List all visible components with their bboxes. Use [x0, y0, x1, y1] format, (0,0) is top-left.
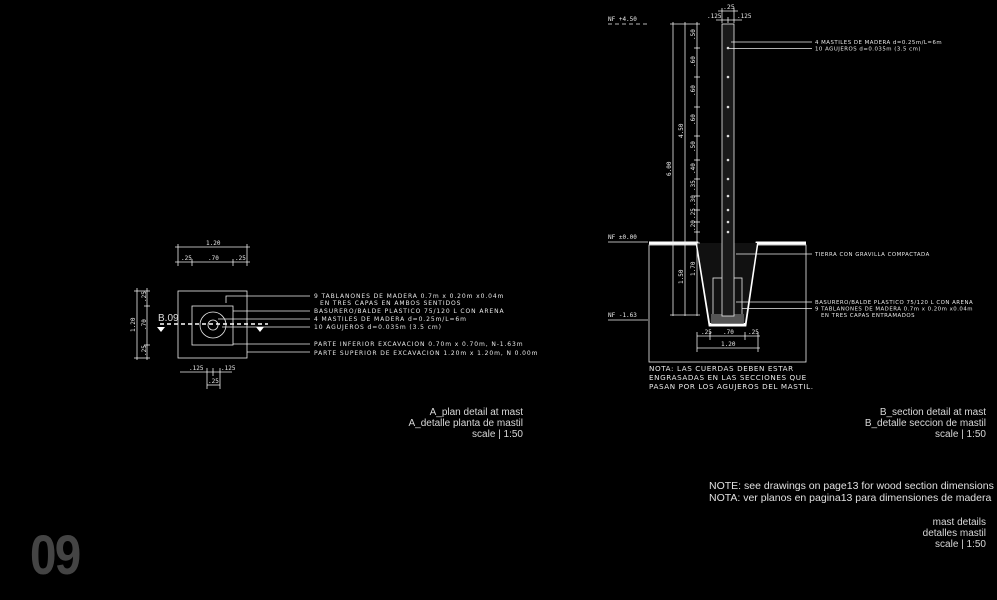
page-number: 09	[30, 523, 81, 586]
level-label: NF ±0.00	[608, 234, 637, 241]
mast	[721, 23, 735, 317]
section-note: NOTA: LAS CUERDAS DEBEN ESTAR	[649, 364, 794, 373]
level-label: NF +4.50	[608, 16, 637, 23]
section-caption: B_section detail at mast B_detalle secci…	[864, 407, 986, 440]
dim-label: .125	[221, 365, 236, 372]
bucket-circle	[199, 311, 227, 339]
annotation: BASURERO/BALDE PLASTICO 75/120 L CON ARE…	[815, 300, 973, 306]
level-label: NF -1.63	[608, 312, 637, 319]
annotation: TIERRA CON GRAVILLA COMPACTADA	[814, 252, 930, 258]
dim-label: .40	[690, 163, 697, 174]
section-marker: B.09	[158, 313, 179, 324]
annotation: 10 AGUJEROS d=0.035m (3.5 cm)	[815, 47, 921, 53]
dim-label: .25	[723, 3, 735, 11]
plan-caption: A_plan detail at mast A_detalle planta d…	[408, 407, 523, 440]
level-markers: NF +4.50 NF ±0.00 NF -1.63	[608, 16, 650, 321]
dim-label: .60	[690, 85, 697, 96]
dim-label: .20	[690, 220, 697, 231]
excavation-bottom-outline	[191, 305, 234, 346]
dim-label: .60	[690, 56, 697, 67]
dim-label: .25	[748, 329, 759, 336]
dim-label: .125	[737, 13, 752, 20]
planks	[711, 314, 744, 323]
dim-label: 1.20	[130, 317, 137, 332]
sheet-caption: mast details detalles mastil scale | 1:5…	[922, 517, 986, 550]
annotation: PARTE INFERIOR EXCAVACION 0.70m x 0.70m,…	[314, 341, 524, 348]
dim-label: 1.70	[690, 261, 697, 276]
dim-label: .25	[690, 208, 697, 219]
dim-label: .30	[690, 195, 697, 206]
dim-label: 1.20	[206, 240, 221, 247]
dim-label: .70	[723, 329, 734, 336]
dim-label: 6.00	[666, 161, 673, 176]
dim-label: 4.50	[678, 123, 685, 138]
annotation: 10 AGUJEROS d=0.035m (3.5 cm)	[314, 324, 442, 331]
annotation: 9 TABLANONES DE MADERA 0.7m x 0.20m x0.0…	[815, 307, 973, 313]
mast-holes	[726, 46, 730, 234]
annotation: PARTE SUPERIOR DE EXCAVACION 1.20m x 1.2…	[314, 350, 538, 357]
dim-label: 1.20	[721, 341, 736, 348]
mast-circle	[207, 319, 219, 331]
dim-label: .125	[707, 13, 722, 20]
dim-label: .25	[208, 378, 219, 385]
dim-label: 1.50	[678, 269, 685, 284]
general-notes: NOTE: see drawings on page13 for wood se…	[709, 480, 994, 504]
dim-label: .35	[690, 180, 697, 191]
plan-detail: 1.20 .25 .70 .25 1.20 .25 .70 .25 B.09 .…	[130, 240, 538, 389]
section-note: PASAN POR LOS AGUJEROS DEL MASTIL.	[649, 382, 814, 391]
section-note: ENGRASADAS EN LAS SECCIONES QUE	[649, 373, 807, 382]
dim-label: .25	[141, 345, 148, 356]
annotation: EN TRES CAPAS ENTRAMADOS	[821, 313, 915, 319]
annotation: EN TRES CAPAS EN AMBOS SENTIDOS	[320, 300, 461, 307]
dim-label: .25	[141, 291, 148, 302]
annotation: 4 MASTILES DE MADERA d=0.25m/L=6m	[815, 40, 942, 46]
annotation: 4 MASTILES DE MADERA d=0.25m/L=6m	[314, 316, 467, 323]
dim-label: .70	[208, 255, 219, 262]
dim-label: .125	[189, 365, 204, 372]
dim-label: .50	[690, 141, 697, 152]
annotation: 9 TABLANONES DE MADERA 0.7m x 0.20m x0.0…	[314, 293, 504, 300]
annotation: BASURERO/BALDE PLASTICO 75/120 L CON ARE…	[314, 308, 504, 315]
dim-label: .25	[235, 255, 246, 262]
dim-label: .70	[141, 319, 148, 330]
dim-label: .25	[701, 329, 712, 336]
dim-label: .60	[690, 114, 697, 125]
section-detail: .25 .125 .125 6.00 4.50 1.50 1.70 .50 .6…	[608, 3, 973, 391]
dim-label: .25	[181, 255, 192, 262]
dim-label: .50	[690, 29, 697, 40]
